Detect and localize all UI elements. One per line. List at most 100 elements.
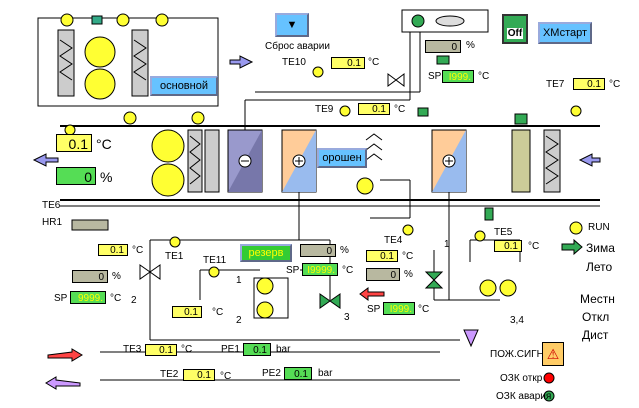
spray-button[interactable]: орошен <box>317 148 367 168</box>
supply-humidity-unit: % <box>100 169 113 185</box>
te1-value: 0.1 <box>98 244 128 256</box>
pe2-unit: bar <box>318 368 333 379</box>
te5-value: 0.1 <box>494 240 522 252</box>
te6-label: TE6 <box>42 200 61 211</box>
pump-3 <box>479 279 497 297</box>
reserve-button[interactable]: резерв <box>240 244 292 262</box>
pump-1-num: 1 <box>236 275 242 286</box>
right-valve-unit: % <box>404 269 413 280</box>
te1-label: TE1 <box>165 251 184 262</box>
te4-label: TE4 <box>384 235 403 246</box>
sp-mid-value[interactable]: I9999. <box>302 263 338 276</box>
violet-arrow-down <box>463 329 479 348</box>
run-label: RUN <box>588 222 610 233</box>
winter-label: Зима <box>586 241 615 255</box>
hr1-label: HR1 <box>42 217 63 228</box>
supply-temp-unit: °C <box>96 136 112 152</box>
chiller-start-button[interactable]: ХМстарт <box>538 22 592 44</box>
sp-left-value[interactable]: 9999. <box>70 291 106 304</box>
right-valve-pct: 0 <box>366 268 400 281</box>
te9-label: TE9 <box>315 104 334 115</box>
valve-left <box>139 264 151 280</box>
te9-value: 0.1 <box>358 103 390 115</box>
sp-mid-unit: °C <box>342 265 354 276</box>
te2-unit: °C <box>220 371 232 382</box>
te4-unit: °C <box>402 251 414 262</box>
te7-value: 0.1 <box>573 78 605 90</box>
te2-value: 0.1 <box>183 369 215 381</box>
fire-signal-label: ПОЖ.СИГНАЛ <box>490 349 558 360</box>
fire-alarm-button[interactable]: ⚠ <box>542 342 564 366</box>
pump-1 <box>256 277 274 295</box>
ozk-alarm-label: ОЗК авария <box>496 391 552 402</box>
sp-left-unit: °C <box>110 293 122 304</box>
sp-left-label: SP <box>54 293 68 304</box>
te10-label: TE10 <box>282 57 306 68</box>
red-arrow-mid <box>359 287 385 301</box>
te1-unit: °C <box>132 245 144 256</box>
te5-unit: °C <box>528 241 540 252</box>
supply-filter-2 <box>204 129 220 193</box>
intake-filter <box>543 129 561 193</box>
main-duct <box>60 125 600 201</box>
sp-right-unit: °C <box>418 304 430 315</box>
reset-icon: ▼ <box>286 19 298 31</box>
left-valve-num: 2 <box>131 295 137 306</box>
pe1-unit: bar <box>276 344 291 355</box>
te11-unit: °C <box>212 307 224 318</box>
supply-fan-1 <box>151 129 185 163</box>
off-button[interactable]: Off <box>502 14 528 44</box>
mid-valve-pct: 0 <box>300 244 336 257</box>
basic-mode-button[interactable]: основной <box>150 76 218 96</box>
valve-right <box>424 271 444 281</box>
top-fan-2 <box>84 68 116 100</box>
supply-filter-1 <box>187 129 203 193</box>
right-loop-num: 1 <box>444 239 450 250</box>
return-water-arrow <box>45 376 81 390</box>
chiller-valve-unit: % <box>466 40 475 51</box>
recirc-arrow <box>229 55 254 69</box>
intake-arrow <box>578 153 601 167</box>
te10-unit: °C <box>368 57 380 68</box>
ozk-open-label: ОЗК откр <box>500 373 543 384</box>
winter-summer-arrow <box>561 238 583 256</box>
mode-off[interactable]: Откл <box>582 310 610 324</box>
supply-fan-2 <box>151 163 185 197</box>
spray-pump <box>356 177 374 195</box>
supply-temp-value: 0.1 <box>56 134 92 152</box>
sp-top-value[interactable]: I999. <box>442 70 474 83</box>
valve-top <box>387 73 397 87</box>
te7-label: TE7 <box>546 79 565 90</box>
te10-value: 0.1 <box>331 57 365 69</box>
te4-value: 0.1 <box>366 250 398 262</box>
pe1-label: PE1 <box>221 344 240 355</box>
te9-unit: °C <box>394 104 406 115</box>
mid-valve-unit: % <box>340 245 349 256</box>
te3-value: 0.1 <box>145 344 177 356</box>
pe2-value: 0.1 <box>284 367 312 380</box>
sp-top-unit: °C <box>478 71 490 82</box>
pump-2 <box>256 301 274 319</box>
left-valve-pct: 0 <box>72 270 108 283</box>
off-label: Off <box>506 28 524 39</box>
mid-valve-num: 3 <box>344 312 350 323</box>
pe1-value: 0.1 <box>243 343 271 356</box>
top-fan-1 <box>84 36 116 68</box>
sp-right-value[interactable]: I999. <box>383 302 415 315</box>
te11-value: 0.1 <box>172 306 202 318</box>
te7-unit: °C <box>609 79 621 90</box>
te3-unit: °C <box>181 344 193 355</box>
reset-alarm-button[interactable]: ▼ <box>275 13 309 37</box>
sp-right-label: SP <box>367 304 381 315</box>
mode-remote[interactable]: Дист <box>582 328 609 342</box>
ozk-open-indicator <box>543 372 555 384</box>
sp-top-label: SP <box>428 71 442 82</box>
pump-4 <box>499 279 517 297</box>
valve-mid <box>319 293 331 309</box>
mode-local[interactable]: Местн <box>580 292 615 306</box>
sensor-dots <box>60 13 583 278</box>
pumps-34-num: 3,4 <box>510 315 524 326</box>
reset-alarm-label: Сброс аварии <box>265 41 330 52</box>
